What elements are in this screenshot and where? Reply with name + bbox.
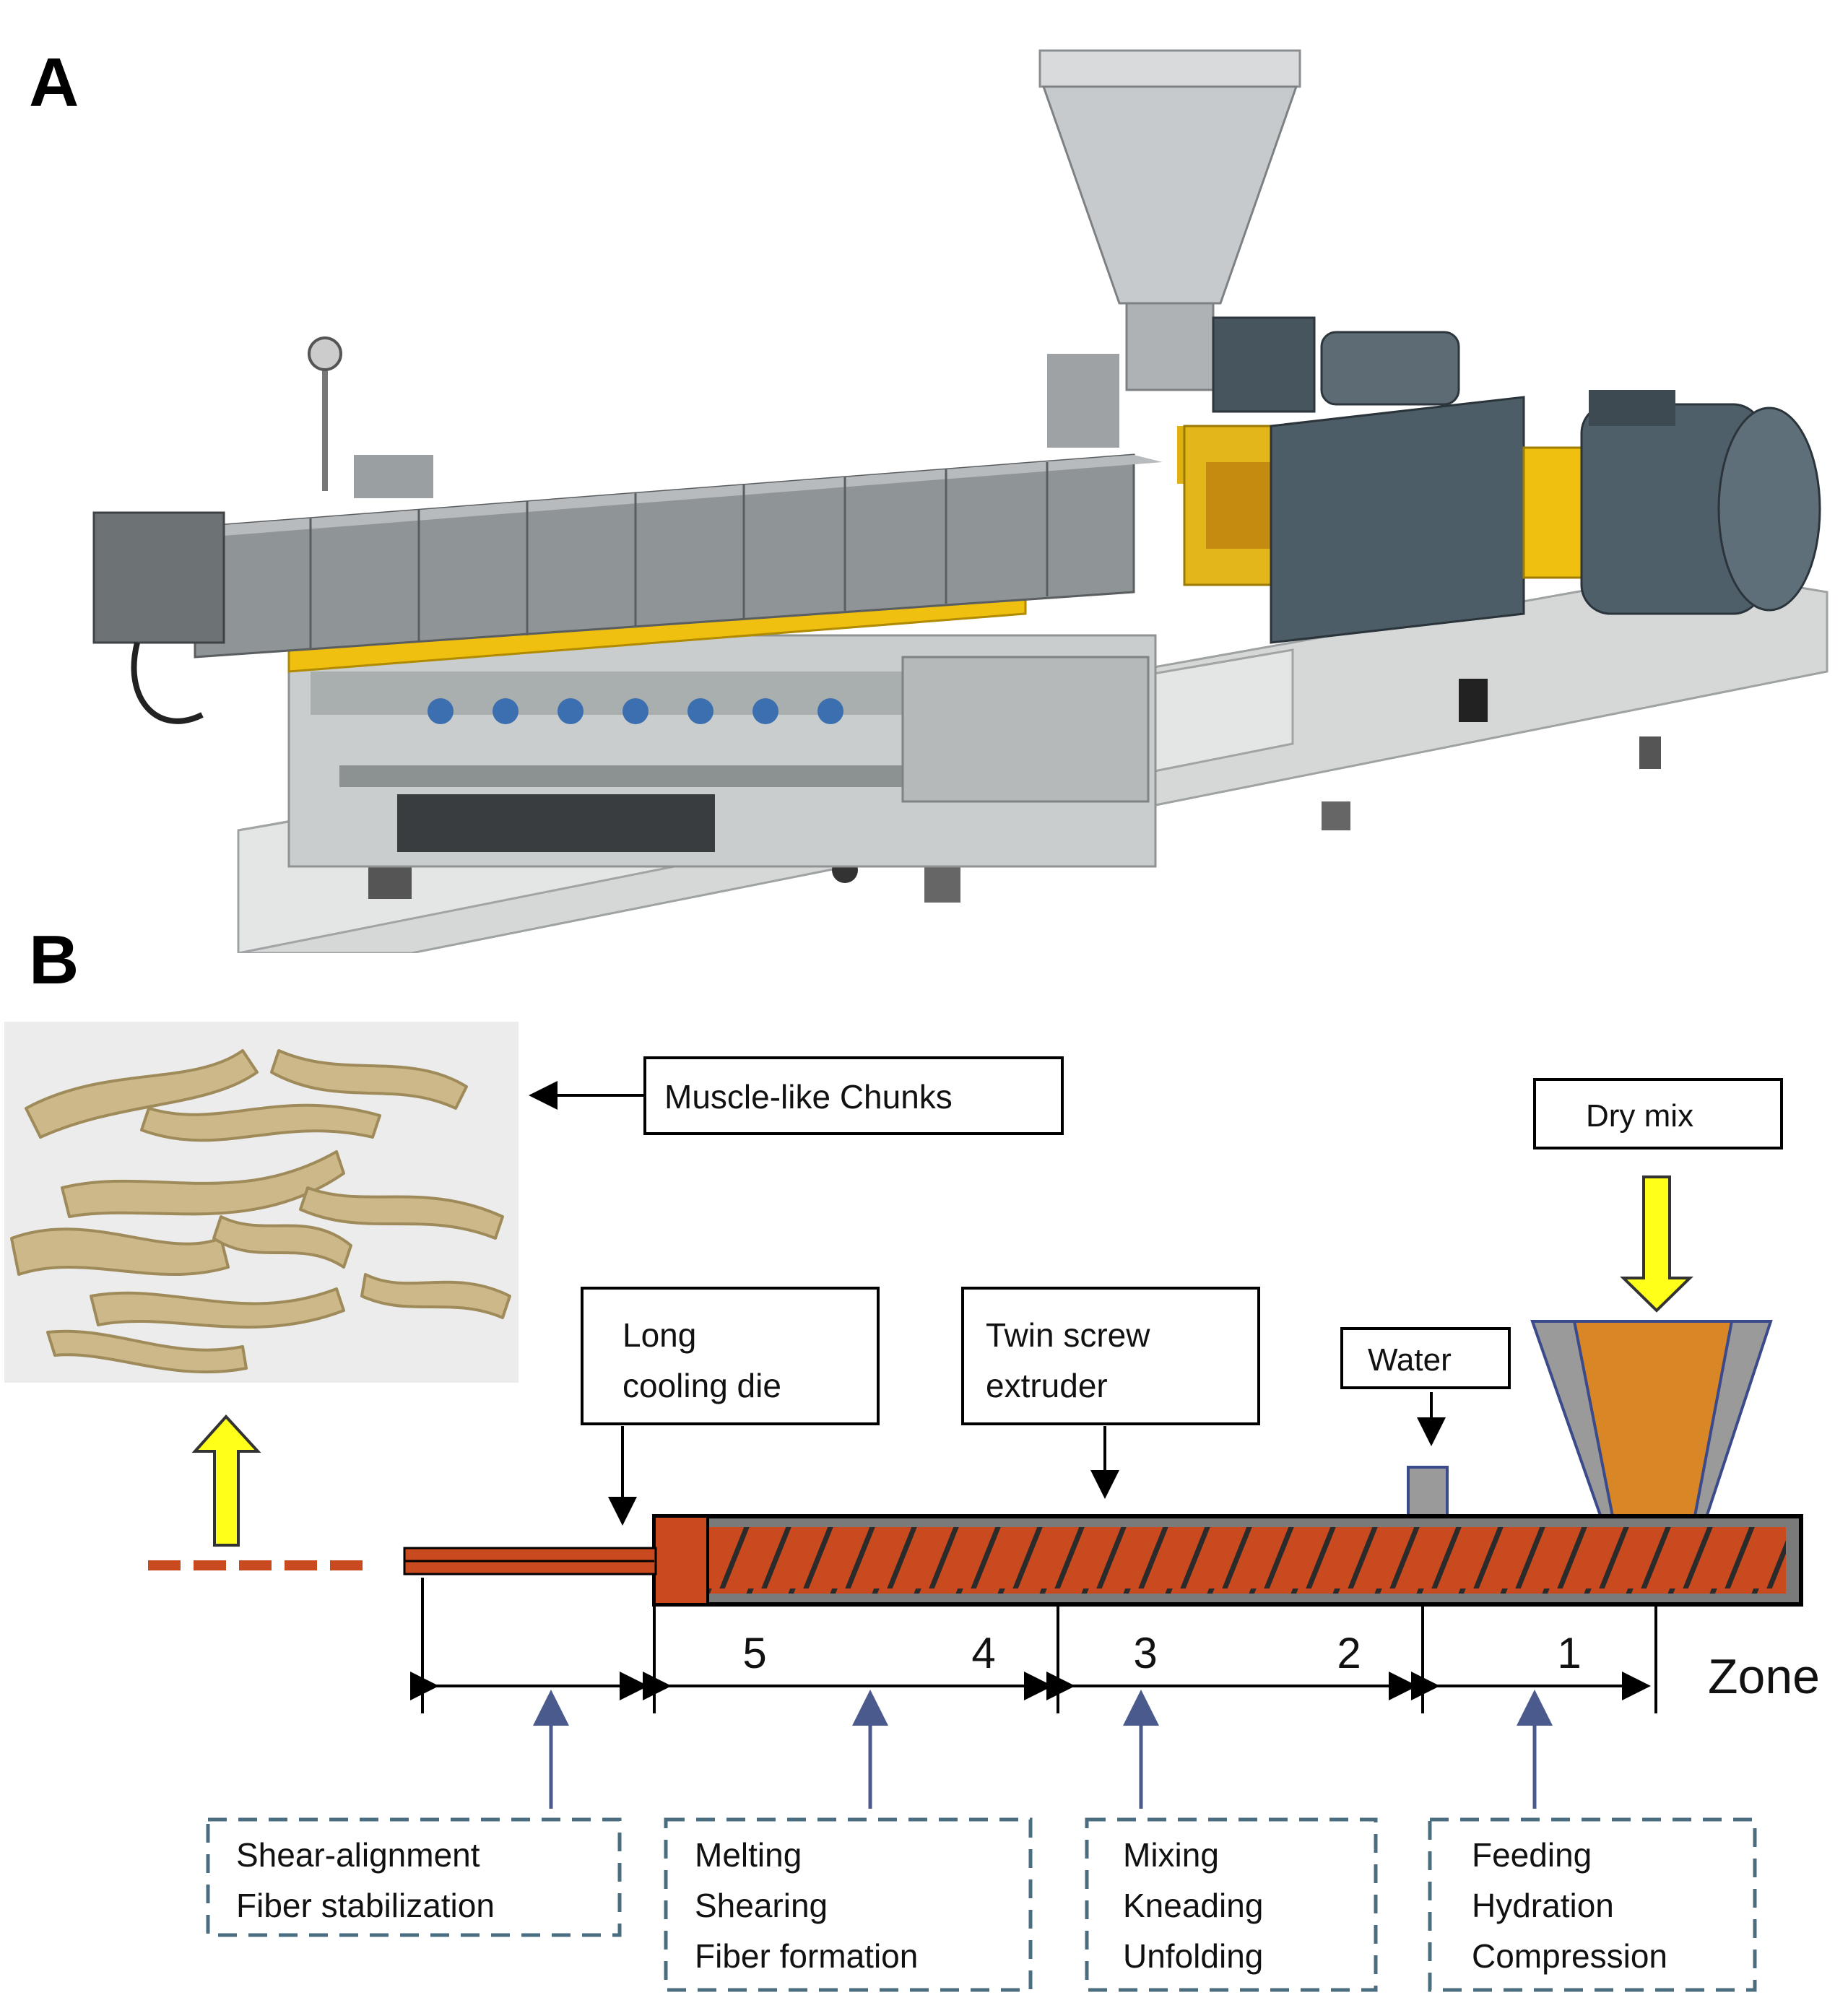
water-inlet (1407, 1466, 1449, 1518)
dry-mix-label: Dry mix (1586, 1098, 1693, 1134)
stage-boxes (206, 1817, 1757, 1992)
twin-screw-extruder-box (961, 1287, 1260, 1425)
twin-screw-label-2: extruder (986, 1367, 1108, 1404)
zone-label: Zone (1708, 1649, 1820, 1704)
stage-2-line-1: Melting (695, 1836, 802, 1874)
stage-3-line-1: Mixing (1123, 1836, 1219, 1874)
output-arrow (191, 1414, 261, 1547)
stage-1-line-1: Shear-alignment (236, 1836, 480, 1874)
water-box (1340, 1327, 1511, 1389)
zone-5-label: 5 (742, 1629, 766, 1677)
zone-3-label: 3 (1133, 1629, 1157, 1677)
stage-4-line-3: Compression (1472, 1937, 1667, 1975)
extrusion-diagram: Muscle-like Chunks Dry mix Long cooling … (148, 1056, 1820, 1992)
muscle-like-chunks-box (643, 1056, 1064, 1135)
zone-1-label: 1 (1557, 1629, 1581, 1677)
dry-mix-box (1533, 1078, 1783, 1149)
stage-3-line-3: Unfolding (1123, 1937, 1263, 1975)
screw-tip (653, 1515, 709, 1606)
dry-mix-arrow (1620, 1175, 1693, 1313)
panel-letter-b: B (29, 921, 79, 999)
stage-3-line-2: Kneading (1123, 1887, 1263, 1924)
long-cooling-die-box (581, 1287, 880, 1425)
stage-4-line-2: Hydration (1472, 1887, 1614, 1924)
extruder-machine-photo (92, 49, 1829, 953)
twin-screw-label-1: Twin screw (986, 1316, 1150, 1354)
long-cooling-die-label-2: cooling die (622, 1367, 781, 1404)
screw (704, 1527, 1786, 1594)
long-cooling-die-label-1: Long (622, 1316, 696, 1354)
muscle-like-chunks-label: Muscle-like Chunks (664, 1078, 953, 1116)
stage-1-line-2: Fiber stabilization (236, 1887, 495, 1924)
zone-4-label: 4 (971, 1629, 995, 1677)
panel-letter-a: A (29, 44, 79, 121)
stage-2-line-2: Shearing (695, 1887, 828, 1924)
stage-arrows (533, 1690, 1553, 1809)
zone-2-label: 2 (1337, 1629, 1361, 1677)
stage-4-line-1: Feeding (1472, 1836, 1592, 1874)
water-label: Water (1368, 1342, 1452, 1378)
muscle-like-chunks-photo (4, 1022, 519, 1383)
stage-2-line-3: Fiber formation (695, 1937, 918, 1975)
